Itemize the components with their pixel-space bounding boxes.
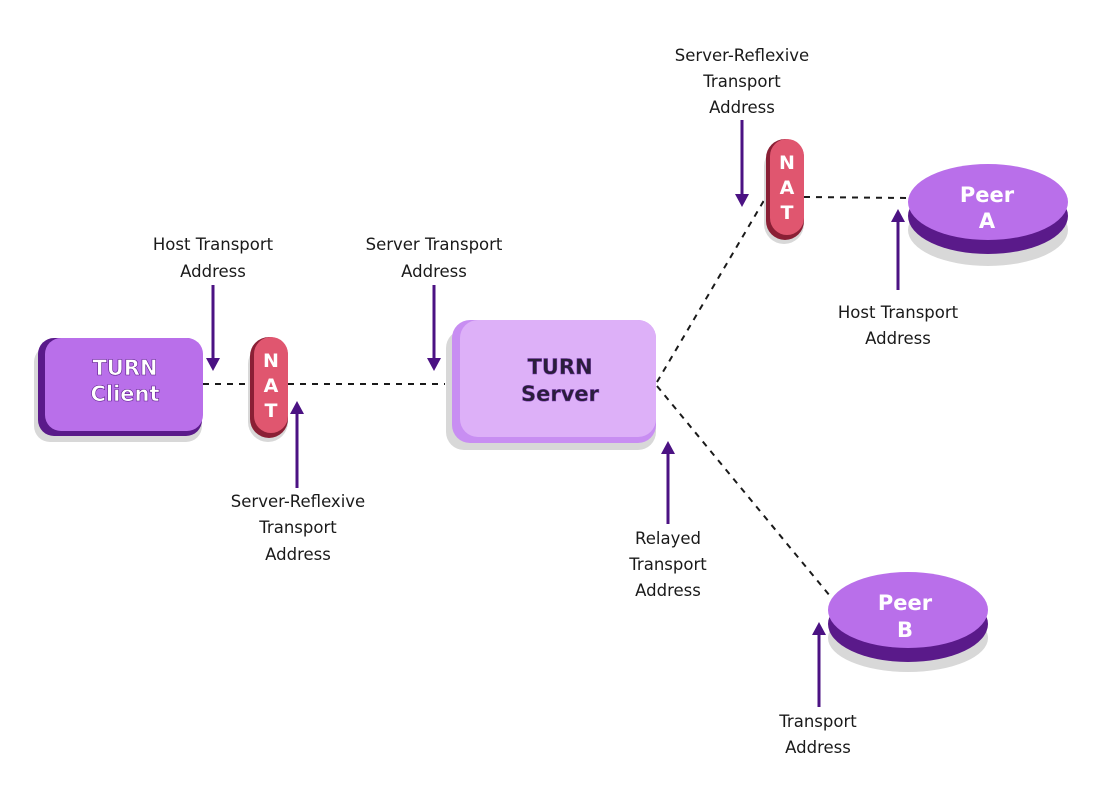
nat-left-letter-t: T <box>265 400 278 422</box>
peer-a-face <box>908 164 1068 240</box>
link-nat-right-peer-a <box>803 196 909 199</box>
label-relayed-transport-l2: Transport <box>628 555 707 574</box>
peer-b-node: Peer B <box>828 572 988 672</box>
nat-right-face <box>770 139 804 235</box>
turn-server-node: TURN Server <box>446 320 656 450</box>
label-server-reflexive-client-l1: Server-Reflexive <box>231 492 365 511</box>
turn-server-label-line1: TURN <box>527 355 592 379</box>
label-server-transport-l2: Address <box>401 262 467 281</box>
peer-b-label-line1: Peer <box>878 591 933 615</box>
label-relayed-transport-l3: Address <box>635 581 701 600</box>
nat-right-letter-t: T <box>781 202 794 224</box>
turn-server-face <box>460 320 656 437</box>
nat-right-letter-n: N <box>779 152 795 174</box>
nat-right-node: N A T <box>764 139 804 244</box>
labels: Host Transport Address Server Transport … <box>153 46 959 757</box>
arrowhead-down-icon <box>427 358 441 371</box>
arrowhead-up-icon <box>812 622 826 635</box>
nat-right-letter-a: A <box>780 177 795 199</box>
turn-client-face <box>45 338 203 431</box>
label-host-transport-peer-a-l1: Host Transport <box>838 303 959 322</box>
nat-left-letter-a: A <box>264 375 279 397</box>
peer-a-label-line2: A <box>979 209 996 233</box>
arrowhead-down-icon <box>735 194 749 207</box>
arrows <box>206 120 905 707</box>
link-server-nat-right <box>656 196 767 383</box>
connections <box>203 196 909 597</box>
arrowhead-up-icon <box>661 441 675 454</box>
nat-left-node: N A T <box>248 337 288 442</box>
peer-a-node: Peer A <box>908 164 1068 266</box>
label-transport-peer-b-l1: Transport <box>778 712 857 731</box>
nat-left-letter-n: N <box>263 350 279 372</box>
label-host-transport-client-l2: Address <box>180 262 246 281</box>
peer-a-label-line1: Peer <box>960 183 1015 207</box>
link-server-peer-b <box>656 385 831 597</box>
turn-server-label-line2: Server <box>521 382 600 406</box>
label-transport-peer-b-l2: Address <box>785 738 851 757</box>
arrowhead-down-icon <box>206 358 220 371</box>
peer-b-label-line2: B <box>897 618 913 642</box>
label-relayed-transport-l1: Relayed <box>635 529 701 548</box>
turn-client-label-line1: TURN <box>92 356 157 380</box>
turn-client-node: TURN Client <box>34 338 203 442</box>
label-server-reflexive-peer-a-l3: Address <box>709 98 775 117</box>
turn-client-label-line2: Client <box>90 382 159 406</box>
label-host-transport-client-l1: Host Transport <box>153 235 274 254</box>
arrowhead-up-icon <box>290 401 304 414</box>
arrowhead-up-icon <box>891 209 905 222</box>
label-server-reflexive-peer-a-l2: Transport <box>702 72 781 91</box>
label-server-reflexive-client-l3: Address <box>265 545 331 564</box>
label-server-reflexive-client-l2: Transport <box>258 518 337 537</box>
label-host-transport-peer-a-l2: Address <box>865 329 931 348</box>
label-server-reflexive-peer-a-l1: Server-Reflexive <box>675 46 809 65</box>
peer-b-face <box>828 572 988 648</box>
nat-left-face <box>254 337 288 433</box>
label-server-transport-l1: Server Transport <box>366 235 503 254</box>
